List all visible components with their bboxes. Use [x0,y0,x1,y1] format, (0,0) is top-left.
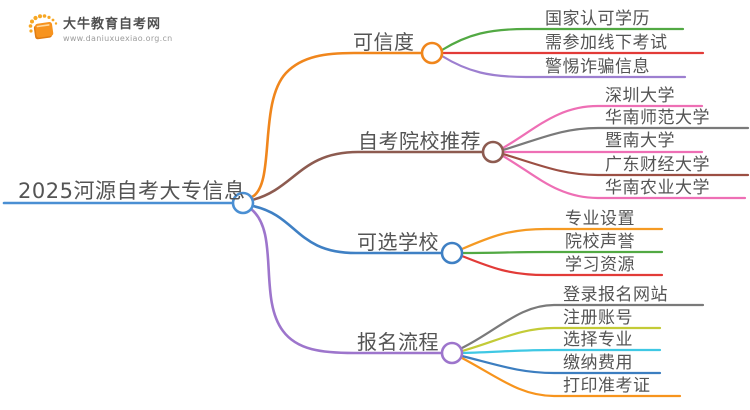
node-label-register-account: 注册账号 [563,308,633,328]
connector-national-recognition [440,27,685,52]
connector-fraud-warning [440,54,687,79]
node-label-jinan-university: 暨南大学 [605,131,675,151]
connector-optional-schools [251,204,443,255]
connector-learning-resources [460,254,664,277]
node-label-guangdong-finance-university: 广东财经大学 [605,155,710,175]
node-label-shenzhen-university: 深圳大学 [605,86,675,106]
connector-shenzhen-university [501,104,704,150]
node-label-optional-schools: 可选学校 [357,230,439,254]
node-label-south-china-normal-university: 华南师范大学 [605,108,710,128]
node-label-pay-fees: 缴纳费用 [563,353,633,373]
node-label-school-reputation: 院校声誉 [565,232,635,252]
site-logo: 大牛教育自考网 www.daniuxuexiao.org.cn [27,13,173,43]
node-circle-optional-schools [440,241,464,265]
connector-south-china-normal-university [501,126,750,152]
connector-registration-process [249,207,443,355]
node-label-choose-major: 选择专业 [563,330,633,350]
node-circle-credibility [420,41,444,65]
logo-url: www.daniuxuexiao.org.cn [63,34,173,43]
node-circle-registration-process [440,341,464,365]
node-circle-root [231,191,255,215]
node-label-recommended-schools: 自考院校推荐 [358,129,481,153]
node-label-south-china-agricultural-university: 华南农业大学 [605,178,710,198]
node-label-learning-resources: 学习资源 [565,255,635,275]
connector-guangdong-finance-university [501,152,750,177]
connector-choose-major [460,348,662,355]
connector-major-setup [460,227,664,251]
logo-text: 大牛教育自考网 www.daniuxuexiao.org.cn [63,13,173,43]
connector-pay-fees [460,354,662,375]
node-label-major-setup: 专业设置 [565,209,635,229]
node-label-credibility: 可信度 [353,30,415,54]
connector-register-account [460,326,662,353]
logo-title: 大牛教育自考网 [63,17,162,32]
connector-south-china-agricultural-university [501,154,747,200]
node-label-print-admission-ticket: 打印准考证 [563,376,651,396]
node-label-login-website: 登录报名网站 [563,285,668,305]
node-label-fraud-warning: 警惕诈骗信息 [545,57,650,77]
book-sunburst-icon [28,14,58,40]
connector-credibility [250,51,424,199]
connector-recommended-schools [250,150,485,202]
node-label-registration-process: 报名流程 [357,330,439,354]
connector-school-reputation [460,250,664,255]
node-label-offline-exam: 需参加线下考试 [545,33,668,53]
connector-login-website [460,303,705,350]
connector-print-admission-ticket [460,356,682,398]
node-label-root: 2025河源自考大专信息 [18,179,246,203]
node-label-national-recognition: 国家认可学历 [545,9,650,29]
node-circle-recommended-schools [481,140,505,164]
